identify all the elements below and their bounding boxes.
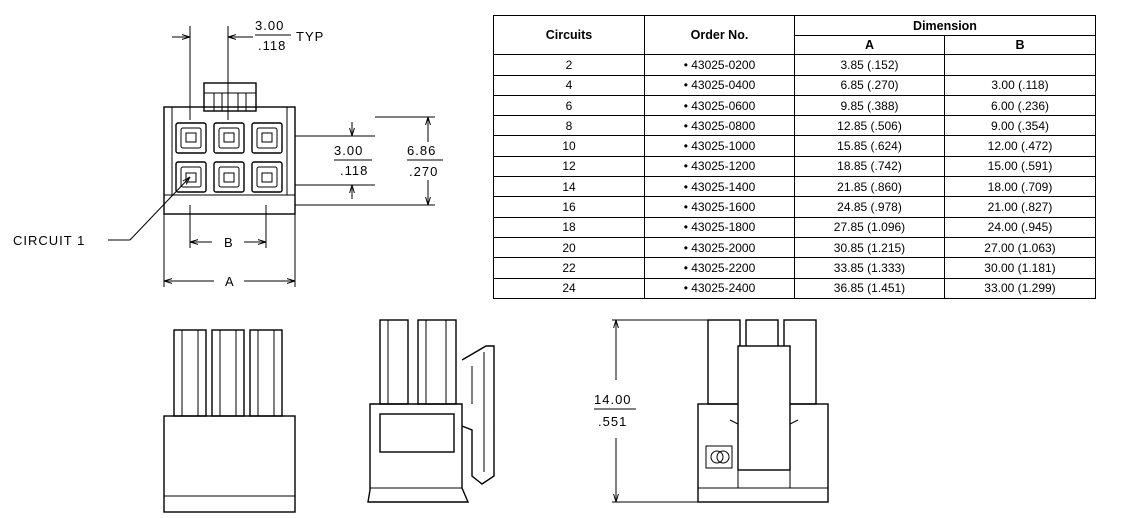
circuits-header: Circuits [493, 14, 645, 56]
circuits-cell: 6 [493, 94, 645, 117]
dim-a-cell: 24.85 (.978) [794, 196, 945, 218]
dim-a-cell: 36.85 (1.451) [794, 277, 945, 299]
cavity [251, 161, 283, 193]
row-pitch-mm-label: 3.00 [334, 143, 363, 158]
circuits-cell: 18 [493, 216, 645, 238]
dim-a-cell: 21.85 (.860) [794, 176, 945, 198]
circuits-cell: 14 [493, 176, 645, 198]
order-no-cell: • 43025-1400 [644, 176, 795, 198]
order-no-cell: • 43025-0800 [644, 115, 795, 137]
table-row: 2 • 43025-0200 3.85 (.152) [493, 54, 1096, 76]
table-row: 6 • 43025-0600 9.85 (.388) 6.00 (.236) [493, 94, 1096, 117]
dim-b-label: B [224, 235, 234, 250]
order-no-header: Order No. [644, 14, 795, 56]
circuits-cell: 4 [493, 74, 645, 96]
dim-b-cell: 12.00 (.472) [944, 135, 1096, 157]
height-mm-label: 6.86 [407, 143, 436, 158]
circuits-cell: 2 [493, 54, 645, 76]
dim-b-cell: 15.00 (.591) [944, 155, 1096, 178]
row-pitch-in-label: .118 [340, 163, 368, 178]
cavity [213, 122, 245, 154]
pitch-mm-label: 3.00 [255, 18, 284, 33]
order-no-cell: • 43025-0400 [644, 74, 795, 96]
table-row: 8 • 43025-0800 12.85 (.506) 9.00 (.354) [493, 115, 1096, 137]
dim-b-cell: 21.00 (.827) [944, 196, 1096, 218]
pitch-in-label: .118 [258, 38, 286, 53]
table-row: 18 • 43025-1800 27.85 (1.096) 24.00 (.94… [493, 216, 1096, 238]
dim-b-cell: 27.00 (1.063) [944, 236, 1096, 259]
overall-height-in-label: .551 [598, 414, 627, 429]
circuits-cell: 8 [493, 115, 645, 137]
dim-a-cell: 33.85 (1.333) [794, 257, 945, 279]
side-view [367, 319, 495, 503]
dim-a-cell: 3.85 (.152) [794, 54, 945, 76]
dim-a-header: A [794, 35, 945, 56]
overall-height-mm-label: 14.00 [594, 392, 632, 407]
circuits-cell: 22 [493, 257, 645, 279]
dim-b-cell: 18.00 (.709) [944, 176, 1096, 198]
dim-a-cell: 12.85 (.506) [794, 115, 945, 137]
table-row: 16 • 43025-1600 24.85 (.978) 21.00 (.827… [493, 196, 1096, 218]
dim-a-cell: 27.85 (1.096) [794, 216, 945, 238]
table-row: 4 • 43025-0400 6.85 (.270) 3.00 (.118) [493, 74, 1096, 96]
order-no-cell: • 43025-2400 [644, 277, 795, 299]
table-row: 10 • 43025-1000 15.85 (.624) 12.00 (.472… [493, 135, 1096, 157]
front-view: 3.00 .118 TYP 3.00 .118 6.86 .270 CIRCUI… [13, 18, 443, 289]
cavity [251, 122, 283, 154]
order-no-cell: • 43025-1200 [644, 155, 795, 178]
dim-b-cell [944, 54, 1096, 76]
order-no-cell: • 43025-0600 [644, 94, 795, 117]
dimension-header: Dimension [794, 14, 1096, 37]
order-no-cell: • 43025-1600 [644, 196, 795, 218]
circuits-cell: 20 [493, 236, 645, 259]
cavity [213, 161, 245, 193]
order-no-cell: • 43025-2000 [644, 236, 795, 259]
circuits-cell: 24 [493, 277, 645, 299]
order-no-cell: • 43025-0200 [644, 54, 795, 76]
dim-b-header: B [944, 35, 1096, 56]
pitch-typ-label: TYP [296, 29, 324, 44]
table-row: 22 • 43025-2200 33.85 (1.333) 30.00 (1.1… [493, 257, 1096, 279]
table-row: 20 • 43025-2000 30.85 (1.215) 27.00 (1.0… [493, 236, 1096, 259]
dim-a-cell: 9.85 (.388) [794, 94, 945, 117]
table-row: 12 • 43025-1200 18.85 (.742) 15.00 (.591… [493, 155, 1096, 178]
dim-a-cell: 15.85 (.624) [794, 135, 945, 157]
dim-a-cell: 18.85 (.742) [794, 155, 945, 178]
dim-b-cell: 30.00 (1.181) [944, 257, 1096, 279]
table-row: 24 • 43025-2400 36.85 (1.451) 33.00 (1.2… [493, 277, 1096, 299]
cavity [175, 122, 207, 154]
circuits-cell: 12 [493, 155, 645, 178]
table-row: 14 • 43025-1400 21.85 (.860) 18.00 (.709… [493, 176, 1096, 198]
circuits-cell: 16 [493, 196, 645, 218]
circuit-1-label: CIRCUIT 1 [13, 233, 85, 248]
front-elevation-view [163, 329, 296, 513]
dim-b-cell: 24.00 (.945) [944, 216, 1096, 238]
order-no-cell: • 43025-2200 [644, 257, 795, 279]
order-no-cell: • 43025-1000 [644, 135, 795, 157]
dim-a-label: A [225, 274, 235, 289]
circuits-cell: 10 [493, 135, 645, 157]
rear-view: 14.00 .551 [594, 319, 829, 503]
dim-b-cell: 9.00 (.354) [944, 115, 1096, 137]
order-no-cell: • 43025-1800 [644, 216, 795, 238]
height-in-label: .270 [409, 164, 438, 179]
dimension-table: Circuits Order No. Dimension A B 2 • 430… [493, 14, 1096, 299]
dim-b-cell: 33.00 (1.299) [944, 277, 1096, 299]
dim-b-cell: 3.00 (.118) [944, 74, 1096, 96]
dim-b-cell: 6.00 (.236) [944, 94, 1096, 117]
dim-a-cell: 30.85 (1.215) [794, 236, 945, 259]
dim-a-cell: 6.85 (.270) [794, 74, 945, 96]
